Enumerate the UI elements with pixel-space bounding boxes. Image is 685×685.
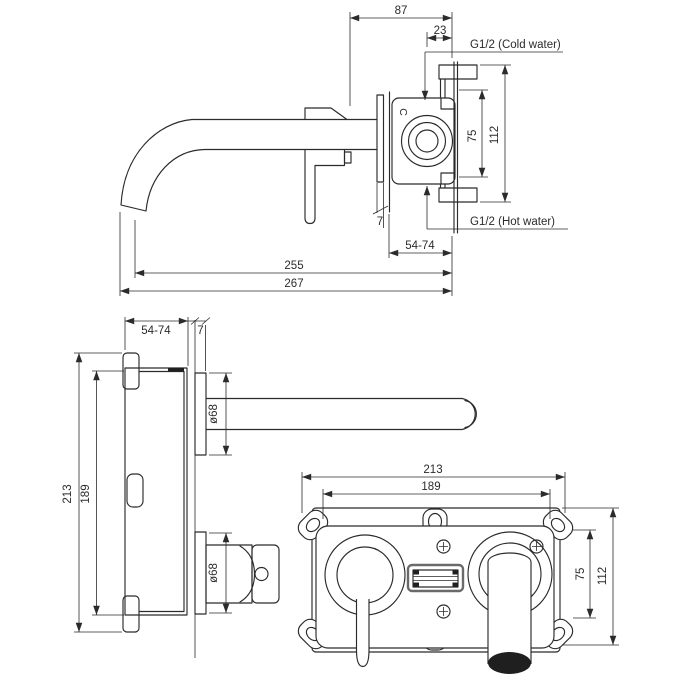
dim-189-label-bottom: 189 xyxy=(421,481,440,493)
dim-213-label-bottom: 213 xyxy=(423,464,442,476)
dim-112-label: 112 xyxy=(489,126,501,144)
cold-water-label: G1/2 (Cold water) xyxy=(470,39,561,51)
dim-23-label: 23 xyxy=(434,25,447,37)
dim-54-74-label-mid: 54-74 xyxy=(141,325,171,337)
dim-189-label: 189 xyxy=(80,484,92,503)
spout-opening xyxy=(488,652,531,674)
bottom-view-outline xyxy=(297,507,574,674)
dim-112-label-bottom: 112 xyxy=(597,567,609,585)
dim-75-label: 75 xyxy=(467,130,479,143)
fixing-screws xyxy=(436,539,544,619)
dim-87-label: 87 xyxy=(395,5,408,17)
top-view-outline xyxy=(120,61,478,234)
dim-7-label: 7 xyxy=(377,216,383,228)
dim-7-label-mid: 7 xyxy=(197,325,203,337)
dim-255-label: 255 xyxy=(284,260,303,272)
dim-68-handle-label: ø68 xyxy=(208,563,220,583)
handle-lever xyxy=(355,599,370,668)
dim-75-label-bottom: 75 xyxy=(575,568,587,581)
spout-outlet-tube xyxy=(487,552,532,664)
dim-68-spout-label: ø68 xyxy=(208,404,220,424)
bottom-front-view: 213 189 75 112 xyxy=(297,464,619,674)
middle-view-dimensions: 213 189 54-74 7 ø68 ø68 xyxy=(62,317,232,633)
top-view-dimensions: 87 23 G1/2 (Cold water) G1/2 (Hot water)… xyxy=(119,5,568,296)
cartridge-cold-marking: C xyxy=(397,108,409,116)
top-side-view: 87 23 G1/2 (Cold water) G1/2 (Hot water)… xyxy=(119,5,568,296)
hot-water-label: G1/2 (Hot water) xyxy=(470,216,555,228)
cartridge-bridge xyxy=(406,563,465,593)
middle-side-view: 213 189 54-74 7 ø68 ø68 xyxy=(62,317,477,658)
dim-267-label: 267 xyxy=(284,278,303,290)
seal-detail xyxy=(168,368,184,372)
bottom-view-dimensions: 213 189 75 112 xyxy=(301,464,619,646)
dim-213-label: 213 xyxy=(62,484,74,503)
dim-54-74-label: 54-74 xyxy=(405,240,435,252)
